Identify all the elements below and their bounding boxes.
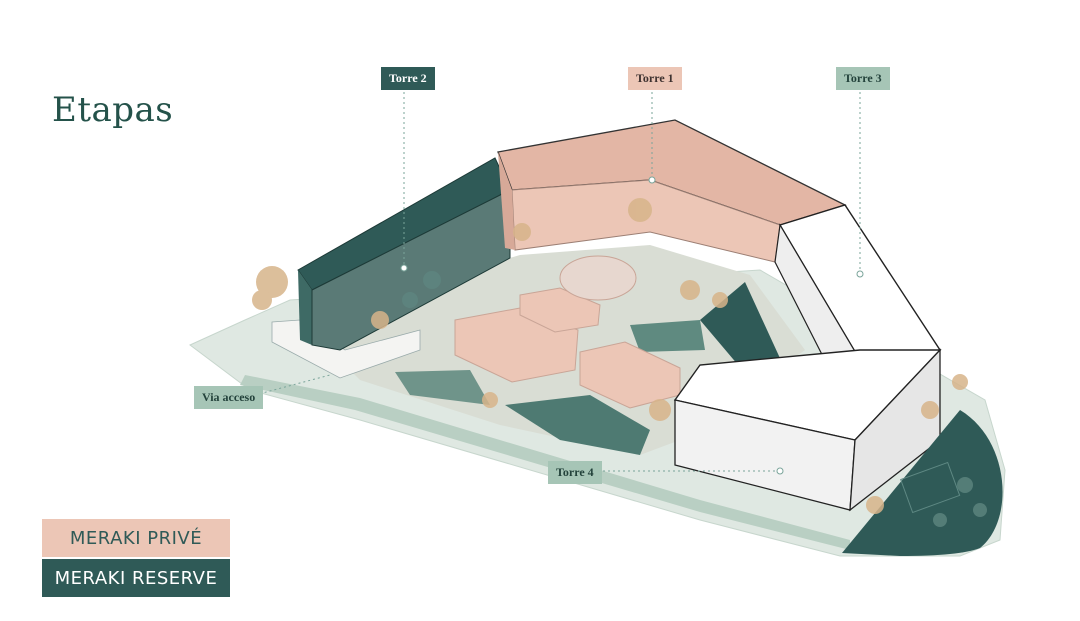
label-torre-4: Torre 4 bbox=[548, 461, 602, 484]
legend-meraki-prive: MERAKI PRIVÉ bbox=[42, 519, 230, 557]
leader-lines bbox=[254, 92, 861, 472]
park-area bbox=[842, 410, 1003, 556]
road-band bbox=[240, 375, 850, 550]
torre-2-facade bbox=[298, 270, 312, 345]
torre-2-body bbox=[311, 189, 511, 351]
label-via-acceso: Via acceso bbox=[194, 386, 264, 409]
torre-1-edge bbox=[498, 152, 515, 250]
sports-court bbox=[900, 461, 961, 514]
garden-patch bbox=[395, 370, 490, 405]
garden-patch bbox=[505, 395, 650, 455]
label-torre-3: Torre 3 bbox=[836, 67, 890, 90]
legend-meraki-reserve: MERAKI RESERVE bbox=[42, 559, 230, 597]
round-plaza bbox=[559, 255, 637, 301]
pavilion bbox=[519, 287, 601, 333]
label-torre-1: Torre 1 bbox=[628, 67, 682, 90]
trees bbox=[252, 198, 968, 514]
dark-trees bbox=[402, 271, 987, 527]
page-title: Etapas bbox=[52, 90, 174, 130]
leader-dots bbox=[400, 176, 864, 475]
label-torre-2: Torre 2 bbox=[381, 67, 435, 90]
garden-patch bbox=[630, 320, 705, 352]
